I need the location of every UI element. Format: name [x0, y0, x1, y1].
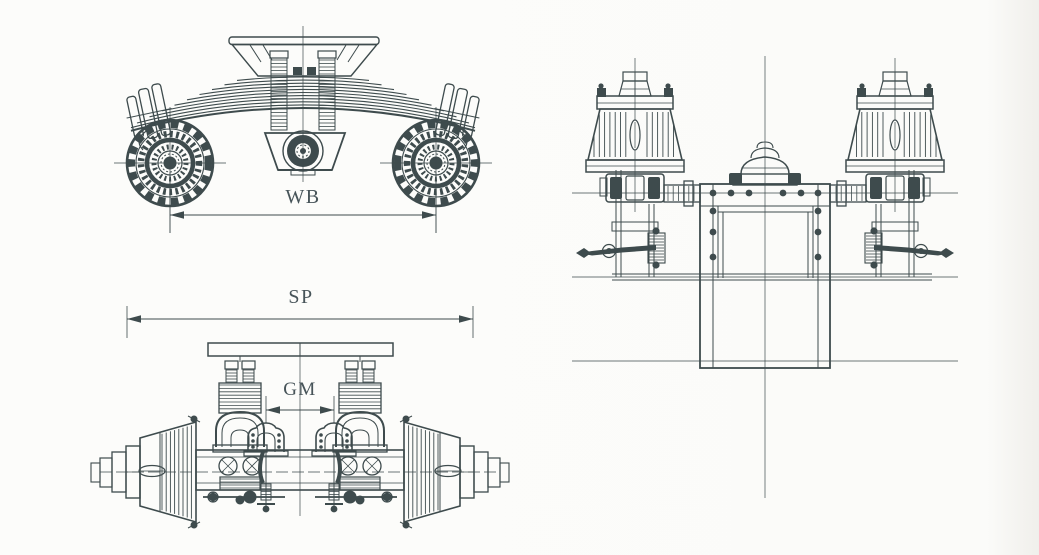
wheel-hub [114, 107, 226, 233]
plan-quarter [576, 58, 701, 277]
axle-segment [829, 180, 867, 207]
top-plate [207, 342, 394, 357]
plan-top-view [572, 56, 958, 498]
dimension-annotations: WB SP GM [283, 186, 320, 400]
center-gap-dimension-label: GM [283, 379, 317, 400]
slack-adjuster-lever [576, 243, 656, 259]
side-left-half [114, 50, 289, 233]
brake-cam-hardware [203, 490, 285, 505]
spring-end-clamp [126, 83, 172, 140]
center-cap [729, 141, 801, 186]
spring-seat-bearing [599, 173, 665, 203]
plan-top-half [576, 58, 954, 278]
spring-u-bolt [317, 50, 337, 131]
brake-drum [90, 415, 201, 529]
front-right-half [311, 306, 510, 529]
brake-drum [399, 415, 510, 529]
center-trunnion [263, 130, 347, 176]
plan-quarter-mirrored [829, 58, 954, 277]
hub-drum-assembly [845, 58, 945, 212]
spring-end-clamp [434, 83, 480, 140]
side-elevation-view [114, 26, 492, 233]
spring-u-bolt [269, 50, 289, 131]
top-mounting-bracket [228, 36, 380, 77]
axle-segment [663, 180, 701, 207]
side-right-half [317, 50, 492, 233]
slack-adjuster-lever [874, 243, 954, 259]
wheelbase-dimension-label: WB [285, 186, 320, 208]
spring-span-dimension-label: SP [288, 286, 313, 308]
front-left-half [90, 306, 289, 529]
front-elevation-view [90, 306, 510, 529]
spring-seat-bearing [865, 173, 931, 203]
center-frame [612, 183, 932, 369]
brake-cam-hardware [315, 490, 397, 505]
hub-drum-assembly [585, 58, 685, 212]
